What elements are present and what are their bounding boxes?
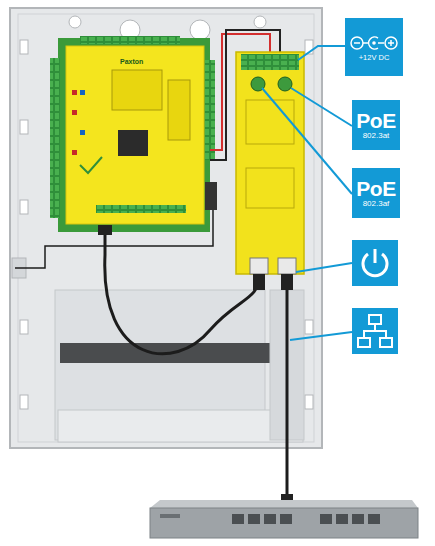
dc-polarity-symbol (349, 32, 399, 54)
power-icon (352, 240, 398, 286)
leader-lines (262, 46, 352, 340)
callout-title: PoE (356, 178, 395, 200)
rj45-plug (253, 274, 265, 290)
network-switch (150, 500, 418, 538)
dc-power-callout: +12V DC (345, 18, 403, 76)
callout-subtitle: 802.3at (363, 132, 390, 140)
brand-label: Paxton (120, 58, 143, 65)
controller-board (50, 36, 215, 235)
patch-cable (105, 235, 259, 354)
rj45-plug (281, 274, 293, 290)
poe-callout: PoE802.3af (352, 168, 400, 218)
enclosure (10, 8, 322, 448)
callout-title: PoE (356, 110, 395, 132)
wire-connector (205, 182, 217, 210)
callout-subtitle: 802.3af (363, 200, 390, 208)
network-icon (352, 308, 398, 354)
callout-title: +12V DC (359, 54, 390, 62)
poe-power-supply (236, 52, 304, 274)
network-cable (286, 290, 289, 500)
cable (15, 210, 213, 268)
poe-callout: PoE802.3at (352, 100, 400, 150)
